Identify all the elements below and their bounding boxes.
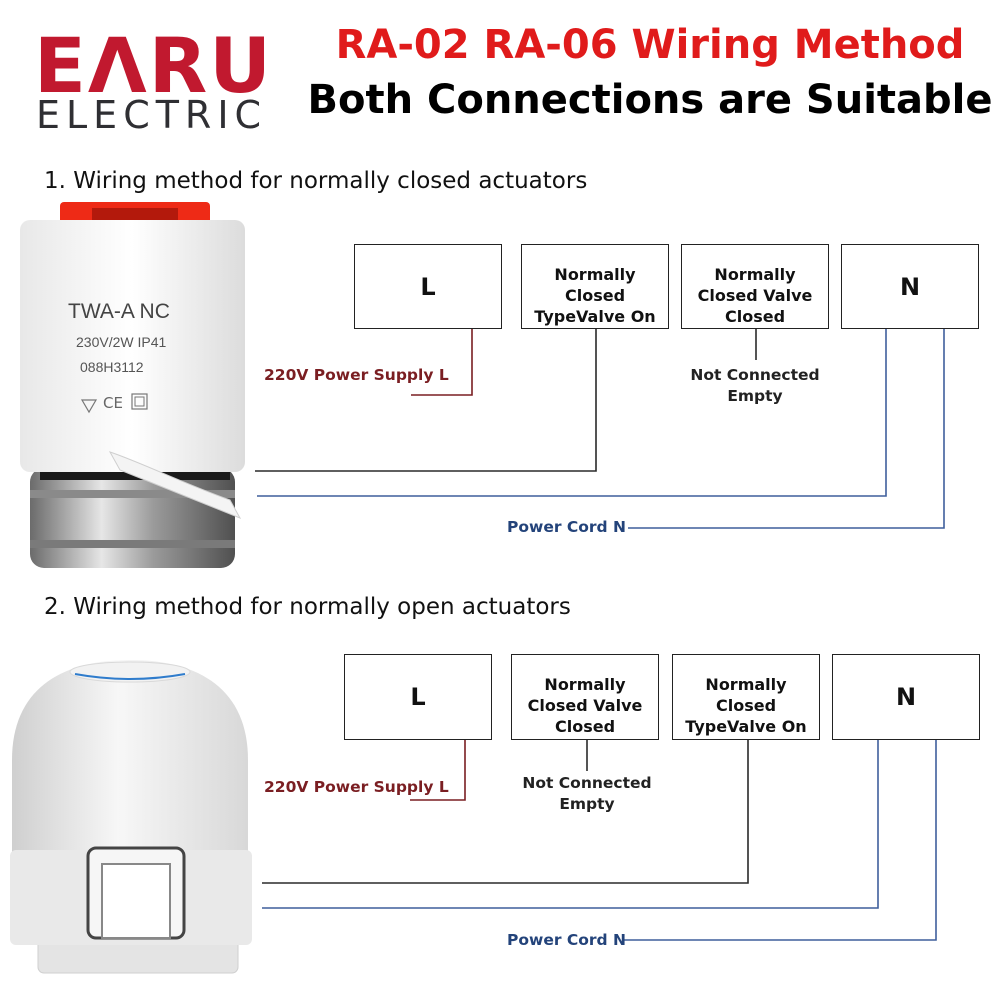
section1-title: 1. Wiring method for normally closed act… [44,168,588,194]
brand-subtitle: ELECTRIC [36,93,268,137]
nc-device-text: TWA-A NC 230V/2W IP41 088H3112 [68,300,170,375]
s2-box-nc-valve-closed: Normally Closed Valve Closed [511,654,659,740]
header-subtitle: Both Connections are Suitable [307,77,993,123]
no-actuator-image [10,660,252,974]
s2-supply-label: 220V Power Supply L [264,778,449,796]
nc-model-label: TWA-A NC [68,300,170,323]
nc-actuator-image: TWA-A NC 230V/2W IP41 088H3112 CE [20,202,245,568]
s1-cord-label: Power Cord N [507,518,627,536]
s1-box-l: L [354,244,502,329]
double-insulation-icon [131,393,148,410]
s2-box-n: N [832,654,980,740]
s2-cord-label: Power Cord N [507,931,627,949]
s1-not-connected-label: Not Connected Empty [690,366,820,405]
s1-box-nc-valve-closed: Normally Closed Valve Closed [681,244,829,329]
s1-box-nc-typevalve-on: Normally Closed TypeValve On [521,244,669,329]
s2-not-connected-label: Not Connected Empty [522,774,652,813]
header-title: RA-02 RA-06 Wiring Method [335,22,965,68]
s1-box-n: N [841,244,979,329]
section2-title: 2. Wiring method for normally open actua… [44,594,571,620]
s2-box-l: L [344,654,492,740]
vde-mark-icon [80,399,98,414]
s1-supply-label: 220V Power Supply L [264,366,449,384]
nc-rating-label: 230V/2W IP41 [76,334,166,350]
brand-logo: EΛRU [34,21,273,110]
ce-mark-icon: CE [103,394,123,412]
s2-box-nc-typevalve-on: Normally Closed TypeValve On [672,654,820,740]
nc-code-label: 088H3112 [80,359,144,375]
